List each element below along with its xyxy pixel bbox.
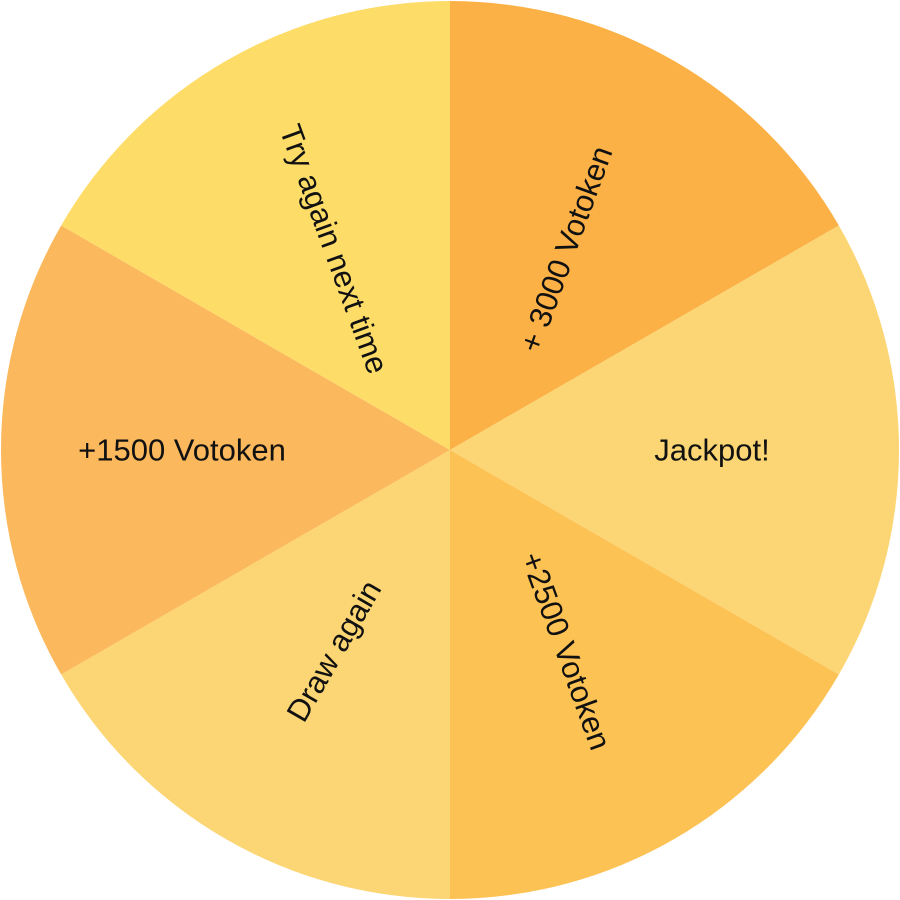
wheel-segment-3[interactable]	[450, 450, 839, 899]
wheel-segment-label: Jackpot!	[654, 433, 769, 468]
wheel-segment-6[interactable]	[61, 1, 451, 450]
wheel-segment-label: +1500 Votoken	[78, 433, 286, 468]
wheel-segment-1[interactable]	[450, 0, 839, 450]
wheel-segment-5[interactable]	[0, 225, 451, 675]
wheel-segment-4[interactable]	[61, 450, 451, 899]
wheel-segment-2[interactable]	[450, 225, 900, 675]
